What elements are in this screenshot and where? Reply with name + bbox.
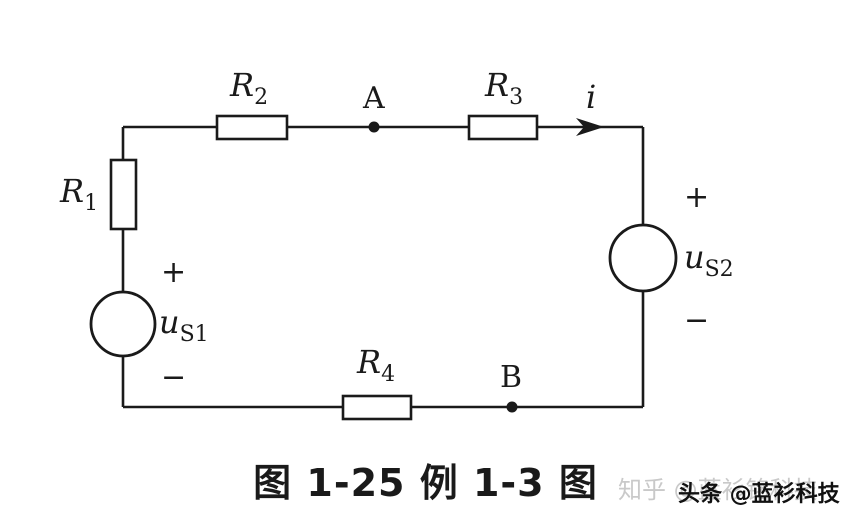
- us2-plus-sign: +: [684, 180, 709, 215]
- watermark-text: 知乎 @蓝衫铭科技: [618, 476, 818, 504]
- resistor-r3: [467, 114, 539, 141]
- label-node-a: A: [362, 81, 385, 116]
- node-b-dot: [506, 401, 518, 413]
- label-r4: R4: [356, 343, 395, 387]
- wires: [121, 125, 645, 409]
- resistor-r2: [215, 114, 289, 141]
- node-a-dot: [368, 121, 380, 133]
- current-arrow-icon: [576, 118, 604, 136]
- voltage-source-us2: [608, 223, 678, 293]
- label-r3: R3: [484, 66, 523, 110]
- label-us1: uS1: [159, 303, 209, 347]
- label-node-b: B: [500, 360, 522, 395]
- resistor-r1: [109, 158, 138, 231]
- us1-minus-sign: −: [161, 360, 186, 395]
- resistor-r4: [341, 394, 413, 421]
- us2-minus-sign: −: [684, 303, 709, 338]
- figure-caption: 图 1-25 例 1-3 图: [253, 461, 598, 505]
- us1-plus-sign: +: [161, 255, 186, 290]
- label-us2: uS2: [684, 238, 734, 282]
- credit-text: 头条 @蓝衫科技: [678, 482, 840, 507]
- label-r1: R1: [59, 172, 98, 216]
- label-current: i: [586, 78, 596, 116]
- label-r2: R2: [229, 66, 268, 110]
- voltage-source-us1: [89, 290, 157, 358]
